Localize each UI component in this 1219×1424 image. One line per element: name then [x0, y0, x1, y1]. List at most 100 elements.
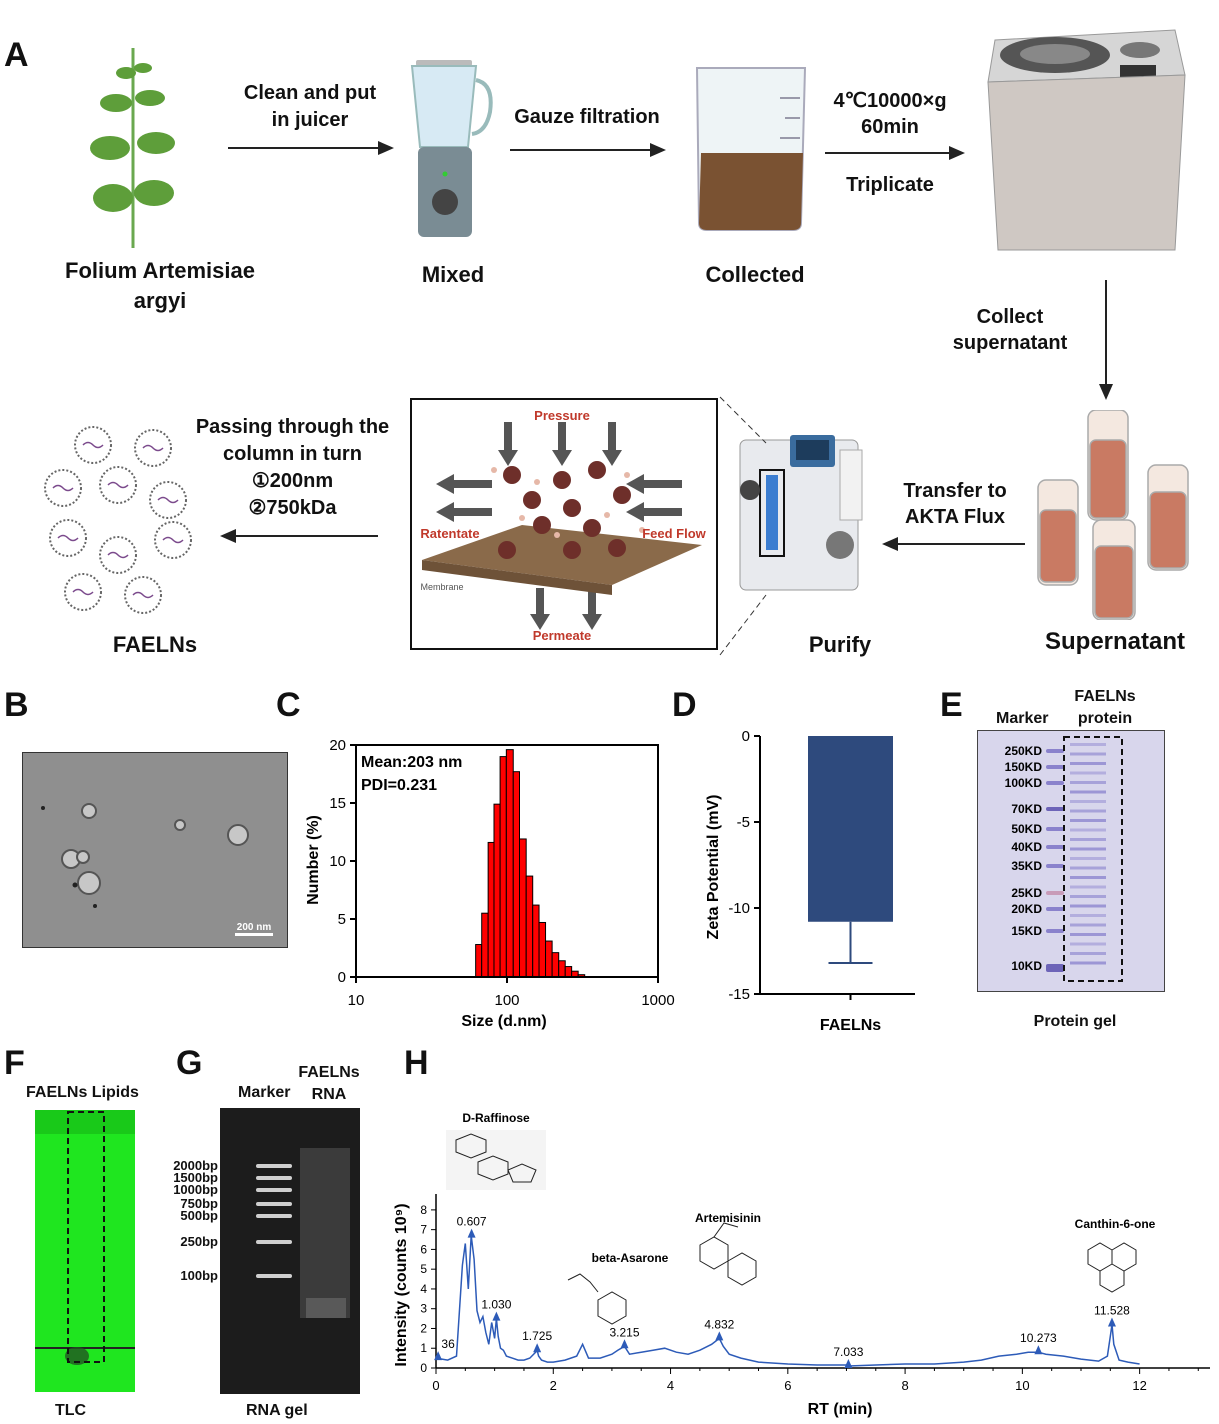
protein-marker-band [1046, 807, 1064, 811]
step-centrifuge-line2: 60min [861, 116, 919, 138]
protein-sample-band [1070, 952, 1106, 955]
arrow-3 [825, 146, 965, 160]
chart-h-ytick-label: 6 [420, 1242, 427, 1256]
arrow-2 [510, 143, 666, 157]
protein-sample-band [1070, 933, 1106, 936]
protein-marker-label: 20KD [1011, 902, 1042, 916]
chart-h-xtick-label: 4 [667, 1378, 674, 1393]
chart-h-ytick-label: 4 [420, 1282, 427, 1296]
step-clean-line2: in juicer [271, 109, 349, 131]
protein-marker-label: 40KD [1011, 840, 1042, 854]
rna-gel-image [220, 1108, 360, 1394]
panel-label-e: E [940, 686, 963, 724]
rna-marker-band [256, 1274, 292, 1278]
protein-sample-band [1070, 885, 1106, 889]
peak-label: 7.033 [833, 1345, 863, 1359]
chart-d-ytick-label: 0 [742, 728, 750, 745]
histogram-bar [481, 912, 489, 978]
protein-gel-caption: Protein gel [1033, 1013, 1117, 1030]
protein-gel-sample-header-1: FAELNs [1074, 688, 1136, 705]
transfer-line2: AKTA Flux [905, 506, 1005, 528]
protein-gel-sample-header-2: protein [1077, 710, 1133, 727]
akta-flux-device-illustration [739, 435, 863, 591]
protein-sample-band [1070, 781, 1106, 784]
chart-d-ytick-label: -5 [737, 814, 750, 831]
faelns-vesicles-illustration [44, 426, 192, 614]
histogram-bar [487, 841, 495, 978]
protein-marker-band [1046, 964, 1064, 972]
chart-c-xtick-label: 10 [348, 992, 365, 1009]
passing-line4: ②750kDa [248, 497, 337, 519]
protein-marker-label: 250KD [1005, 744, 1043, 758]
beaker-illustration [695, 67, 807, 231]
histogram-bar [558, 960, 566, 978]
histogram-bar [493, 803, 501, 978]
panel-label-b: B [4, 686, 29, 724]
chart-c-ytick-label: 0 [338, 969, 346, 986]
mixed-label: Mixed [421, 262, 485, 287]
chart-c-annotation-mean: Mean:203 nm [361, 754, 462, 771]
chart-c-ytick-label: 20 [329, 737, 346, 754]
protein-marker-label: 50KD [1011, 822, 1042, 836]
panel-label-d: D [672, 686, 697, 724]
protein-sample-band [1070, 752, 1106, 756]
protein-marker-label: 15KD [1011, 924, 1042, 938]
collected-label: Collected [705, 262, 805, 287]
chart-h-xlabel: RT (min) [808, 1401, 873, 1418]
protein-sample-band [1070, 923, 1106, 927]
compound-asarone: beta-Asarone [592, 1251, 669, 1265]
arrow-left-2 [220, 529, 378, 543]
chart-h-ytick-label: 0 [420, 1361, 427, 1375]
chart-h-ytick-label: 2 [420, 1321, 427, 1335]
protein-marker-label: 10KD [1011, 959, 1042, 973]
rna-gel-caption: RNA gel [246, 1402, 308, 1419]
rna-gel-sample-header-2: RNA [311, 1086, 347, 1103]
protein-marker-label: 100KD [1005, 776, 1043, 790]
peak-label: 4.832 [704, 1317, 734, 1331]
protein-sample-band [1070, 771, 1106, 775]
lcms-chromatogram: Intensity (counts 10⁹) RT (min) D-Raffin… [393, 1111, 1210, 1418]
tlc-plate [35, 1110, 135, 1392]
protein-sample-band [1070, 762, 1106, 765]
rna-marker-label: 1000bp [173, 1182, 218, 1197]
faelns-label: FAELNs [112, 632, 198, 657]
ratentate-label: Ratentate [420, 526, 479, 541]
rna-marker-band [256, 1164, 292, 1168]
peak-marker [1034, 1345, 1043, 1355]
arrow-1 [228, 141, 394, 155]
panel-label-c: C [276, 686, 301, 724]
protein-marker-band [1046, 864, 1064, 868]
panel-label-a: A [4, 36, 29, 74]
artemisia-plant-illustration [90, 48, 175, 248]
transfer-line1: Transfer to [903, 480, 1007, 502]
protein-marker-band [1046, 845, 1064, 849]
protein-marker-band [1046, 781, 1064, 785]
rna-marker-label: 100bp [180, 1268, 218, 1283]
chart-d-ylabel: Zeta Potential (mV) [705, 795, 722, 940]
peak-marker [620, 1339, 629, 1349]
chart-h-xtick-label: 10 [1015, 1378, 1029, 1393]
chart-h-xtick-label: 2 [550, 1378, 557, 1393]
protein-marker-band [1046, 749, 1064, 753]
zeta-bar [808, 736, 893, 922]
membrane-label: Membrane [420, 582, 463, 592]
protein-marker-band [1046, 765, 1064, 769]
chart-c-xtick-label: 1000 [641, 992, 674, 1009]
protein-sample-band [1070, 895, 1106, 898]
rna-marker-label: 250bp [180, 1234, 218, 1249]
panel-label-f: F [4, 1044, 25, 1082]
supernatant-tubes-illustration [1037, 410, 1189, 620]
protein-gel-marker-header: Marker [996, 710, 1049, 727]
collect-sup-line1: Collect [976, 306, 1044, 328]
collect-sup-line2: supernatant [952, 332, 1068, 354]
chart-h-ytick-label: 8 [420, 1203, 427, 1217]
protein-marker-band [1046, 891, 1064, 895]
chart-h-xtick-label: 0 [432, 1378, 439, 1393]
purify-label: Purify [808, 632, 872, 657]
plant-label-line1: Folium Artemisiae [65, 258, 255, 283]
histogram-bar [551, 952, 560, 978]
step-gauze: Gauze filtration [514, 106, 660, 128]
compound-artemisinin: Artemisinin [695, 1211, 761, 1225]
protein-marker-label: 25KD [1011, 886, 1042, 900]
tlc-header: FAELNs Lipids [26, 1084, 139, 1101]
